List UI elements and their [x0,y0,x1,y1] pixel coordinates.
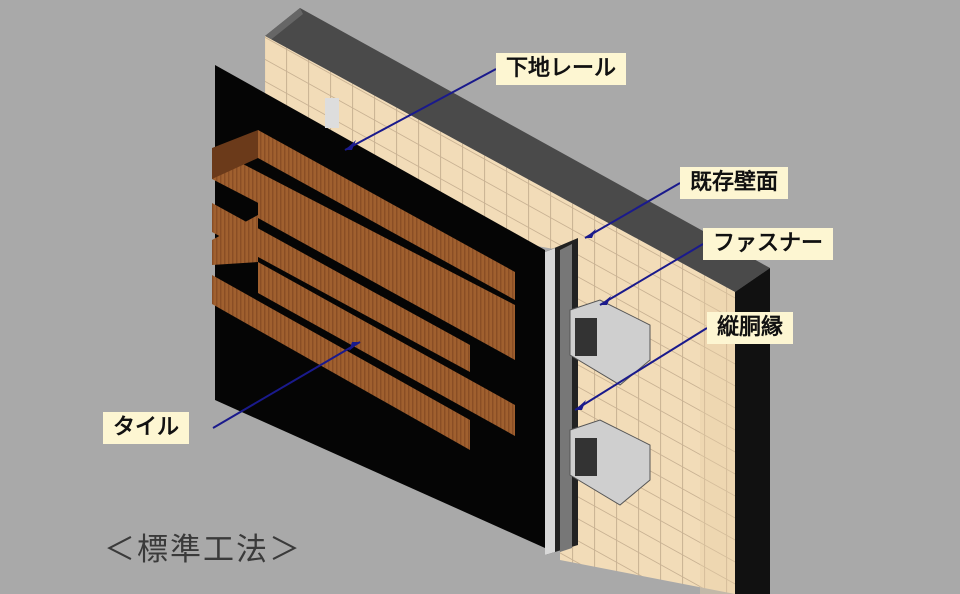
leader-lines [212,68,708,429]
rail-bracket [325,98,339,128]
label-existing-wall: 既存壁面 [680,167,789,199]
diagram-caption: ＜標準工法＞ [104,532,302,568]
label-tile: タイル [103,412,190,444]
vertical-furring [545,238,578,555]
fastener [569,299,651,506]
label-vertical-furring: 縦胴縁 [707,312,794,344]
label-fastener: ファスナー [703,228,834,260]
tiles [212,130,515,450]
label-base-rail: 下地レール [496,53,627,85]
